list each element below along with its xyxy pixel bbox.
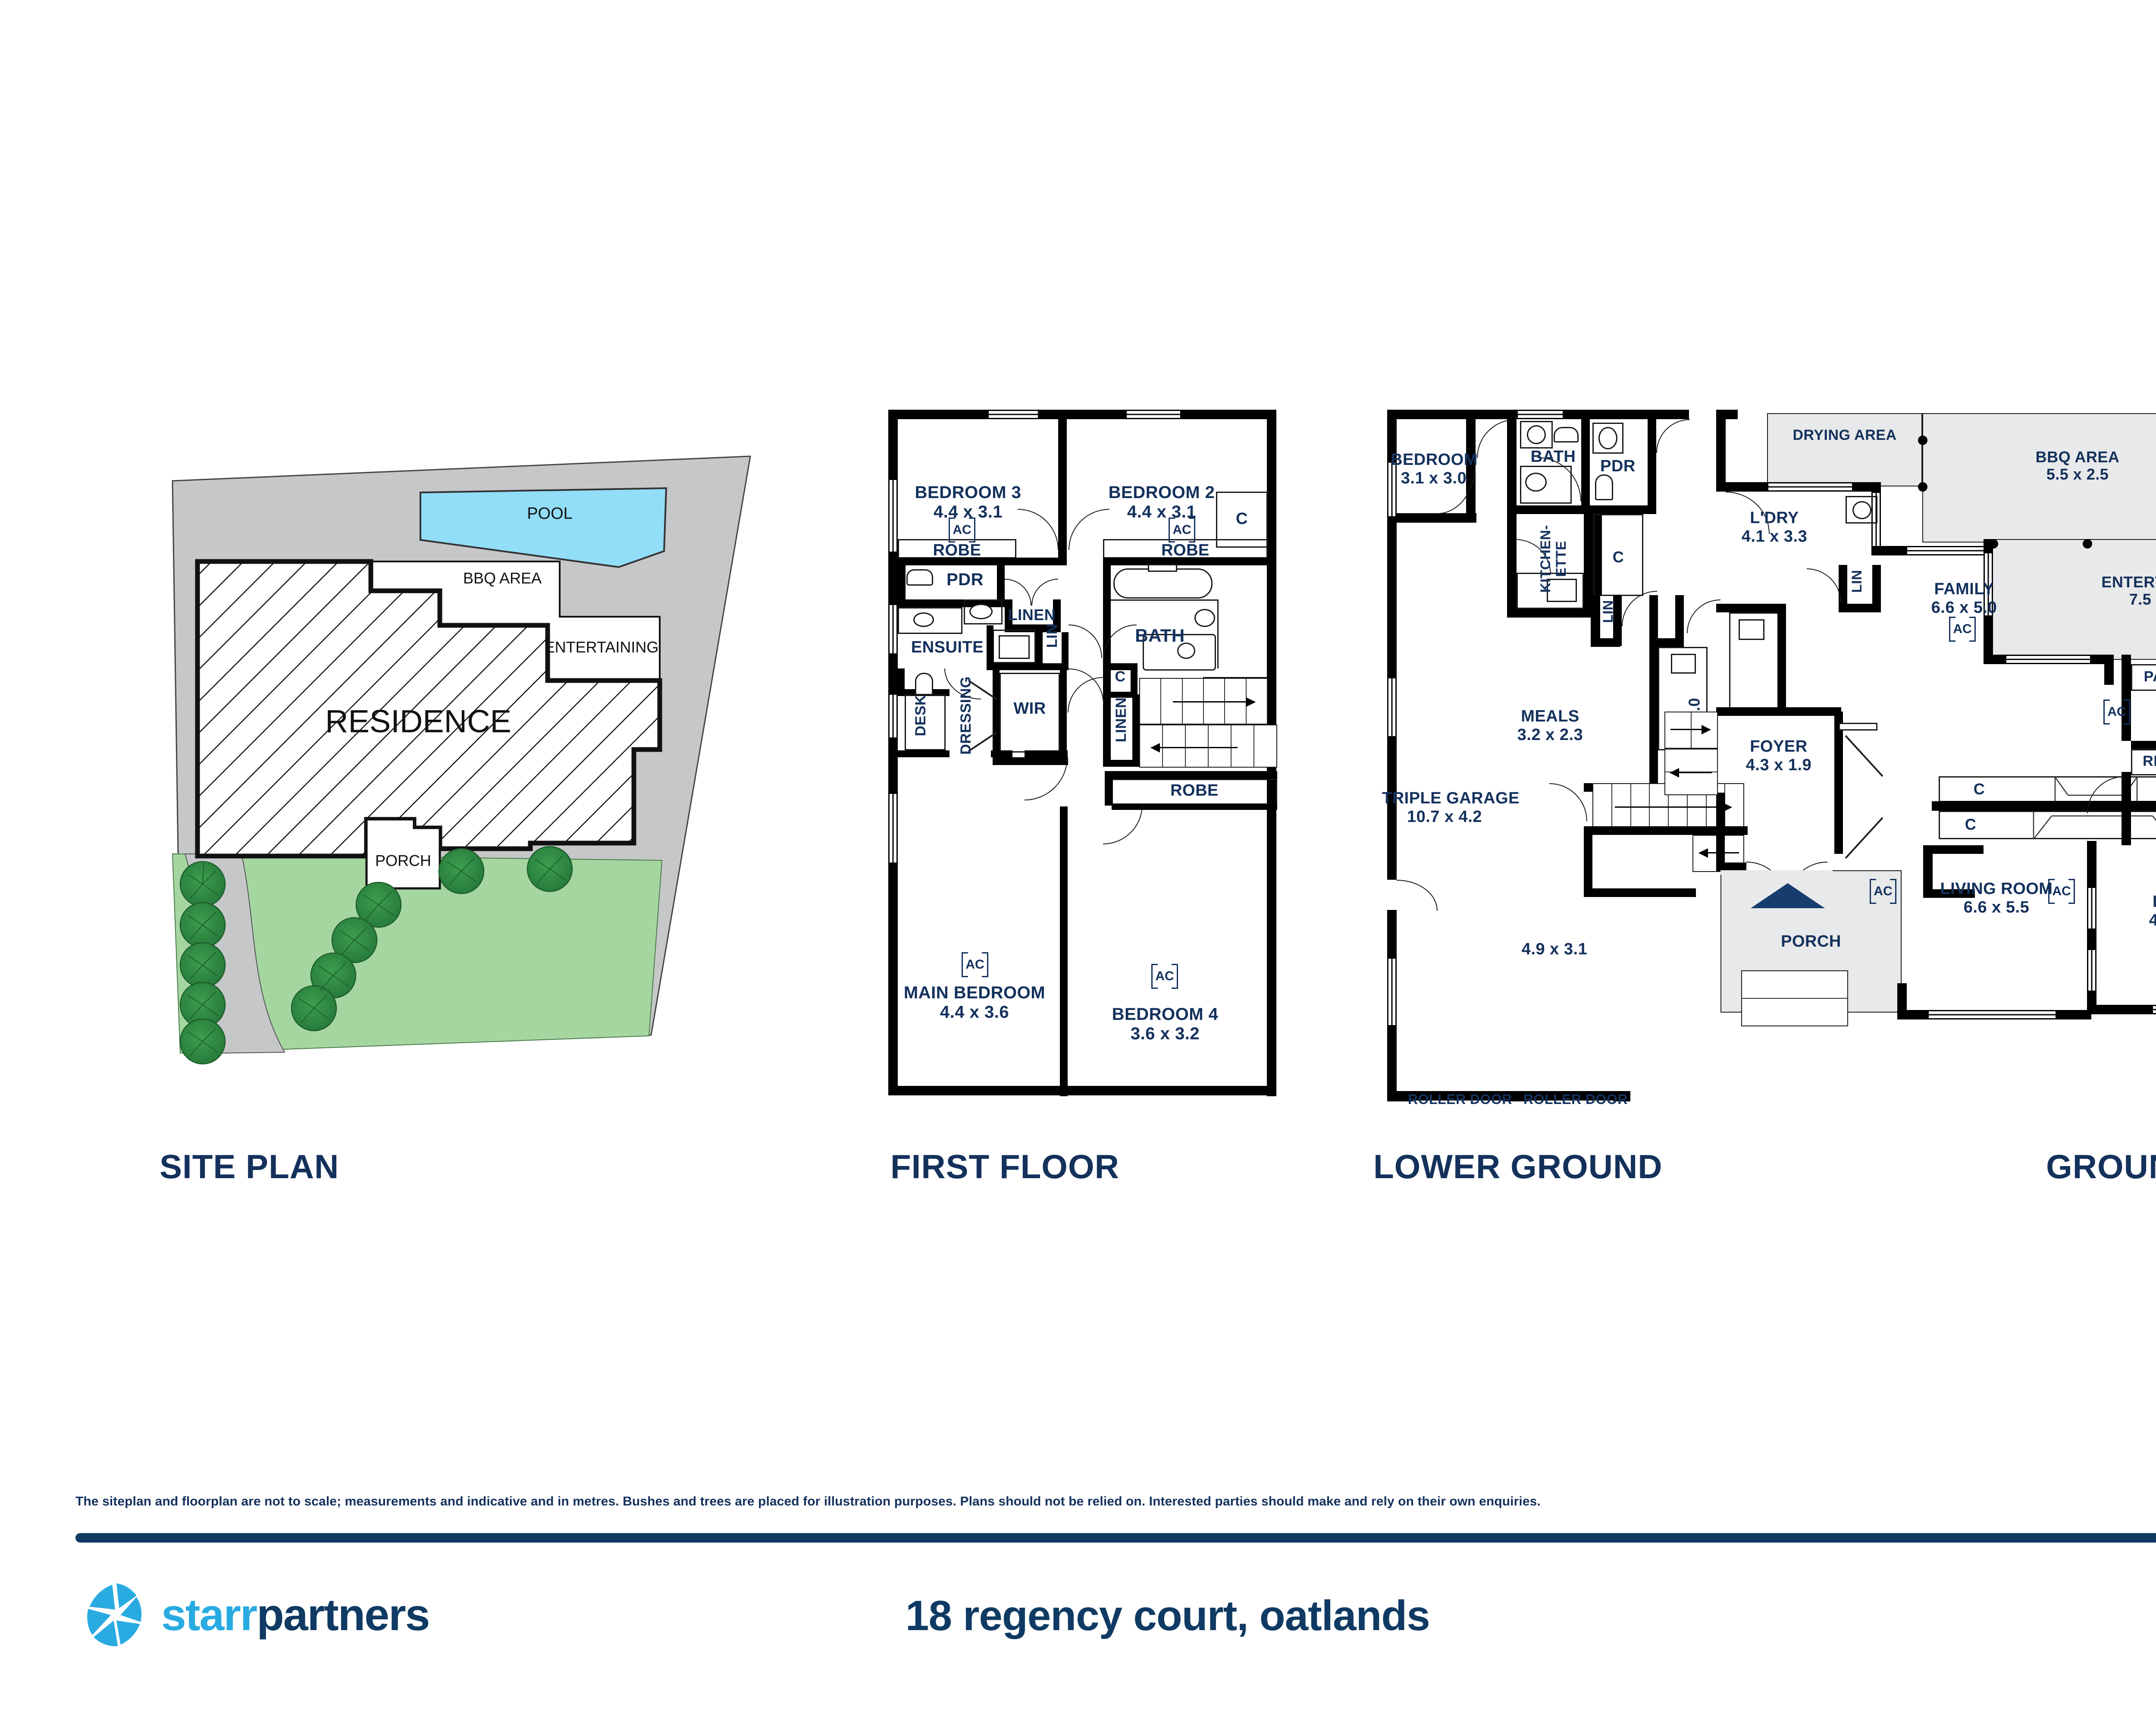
ac-icon-bedroom2: AC bbox=[1169, 518, 1195, 543]
site-label-pool: POOL bbox=[527, 505, 573, 523]
label-roller-door-1: ROLLER DOOR bbox=[1408, 1091, 1512, 1107]
site-label-porch: PORCH bbox=[375, 852, 432, 869]
label-linen-right: LINEN bbox=[1112, 697, 1129, 743]
caption-lower-ground: LOWER GROUND bbox=[1373, 1148, 1663, 1186]
first-floor-drawing: BEDROOM 3 4.4 x 3.1 BEDROOM 2 4.4 x 3.1 … bbox=[875, 410, 1289, 1117]
ac-icon-bedroom3: AC bbox=[949, 518, 975, 543]
label-kitchenette: KITCHEN- ETTE bbox=[1538, 525, 1569, 593]
site-label-residence: RESIDENCE bbox=[325, 703, 511, 739]
label-robe-bedroom3: ROBE bbox=[933, 541, 981, 559]
label-cupboard-1: C bbox=[1973, 780, 1985, 798]
ac-icon-main-bedroom: AC bbox=[962, 952, 988, 977]
label-desk: DESK bbox=[912, 694, 929, 737]
disclaimer-text: The siteplan and floorplan are not to sc… bbox=[75, 1494, 1541, 1509]
label-closet-bedroom2: C bbox=[1236, 510, 1248, 528]
ac-icon-kitchen: AC bbox=[2103, 699, 2130, 724]
area-label-entertaining: ENTERTAINING 7.5 x 2.5 bbox=[2101, 573, 2156, 608]
area-label-porch: PORCH bbox=[1781, 932, 1841, 950]
ac-icon-living-right: AC bbox=[2048, 879, 2075, 904]
room-label-meals: MEALS 3.2 x 2.3 bbox=[1517, 707, 1583, 744]
label-lg-lin: LIN bbox=[1600, 600, 1616, 623]
room-label-kitchen: KITCHEN 4.3 x 3.0 bbox=[2134, 694, 2156, 731]
room-label-bedroom-3: BEDROOM 3 4.4 x 3.1 bbox=[915, 483, 1022, 521]
property-address: 18 regency court, oatlands bbox=[906, 1592, 1430, 1639]
ac-icon-bedroom4: AC bbox=[1151, 964, 1178, 989]
room-label-bedroom-4: BEDROOM 4 3.6 x 3.2 bbox=[1112, 1005, 1219, 1043]
room-label-lg-unnamed: 4.9 x 3.1 bbox=[1521, 940, 1588, 958]
label-lin: LIN bbox=[1044, 623, 1060, 648]
ac-icon-living-left: AC bbox=[1870, 879, 1896, 904]
label-dressing: DRESSING bbox=[957, 676, 974, 755]
label-refrigerator: REF. bbox=[2143, 753, 2156, 769]
label-pantry: PAN. bbox=[2143, 668, 2156, 685]
room-label-triple-garage: TRIPLE GARAGE 10.7 x 4.2 bbox=[1382, 789, 1520, 826]
label-robe-bedroom4: ROBE bbox=[1170, 781, 1219, 800]
area-label-bbq: BBQ AREA 5.5 x 2.5 bbox=[2035, 448, 2120, 483]
ac-icon-family: AC bbox=[1949, 617, 1976, 642]
label-lg-pdr: PDR bbox=[1600, 457, 1636, 475]
label-gf-lin: LIN bbox=[1849, 570, 1865, 593]
label-robe-bedroom2: ROBE bbox=[1161, 541, 1210, 559]
site-plan-drawing: POOL BBQ AREA ENTERTAINING RESIDENCE POR… bbox=[142, 440, 815, 1113]
label-cupboard-3: C bbox=[1965, 815, 1977, 833]
starr-logo-icon bbox=[87, 1583, 142, 1647]
area-entertaining bbox=[1984, 539, 2156, 660]
room-label-living: LIVING ROOM 6.6 x 5.5 bbox=[1940, 880, 2053, 916]
room-label-ldry: L'DRY 4.1 x 3.3 bbox=[1741, 509, 1808, 546]
label-bath: BATH bbox=[1135, 625, 1185, 646]
label-closet-bath: C bbox=[1115, 668, 1126, 685]
label-lg-closet: C bbox=[1612, 548, 1624, 566]
caption-ground-floor: GROUND FLOOR bbox=[2046, 1148, 2156, 1186]
room-label-dining: DINING 4.3 x 3.0 bbox=[2149, 893, 2156, 929]
area-drying bbox=[1767, 413, 1922, 486]
label-lg-bath: BATH bbox=[1530, 448, 1576, 466]
label-linen-center: LINEN bbox=[1008, 606, 1056, 624]
lower-ground-drawing: BEDROOM 3.1 x 3.0 TRIPLE GARAGE 10.7 x 4… bbox=[1373, 410, 1856, 1126]
starr-partners-logo: starrpartners bbox=[82, 1581, 430, 1650]
ground-floor-drawing: DRYING AREA BBQ AREA 5.5 x 2.5 ENTERTAIN… bbox=[1664, 410, 2156, 1126]
site-label-bbq-area: BBQ AREA bbox=[463, 569, 542, 587]
room-label-foyer: FOYER 4.3 x 1.9 bbox=[1745, 737, 1812, 774]
room-label-bedroom-2: BEDROOM 2 4.4 x 3.1 bbox=[1108, 483, 1215, 521]
label-pdr: PDR bbox=[946, 570, 984, 589]
room-label-main-bedroom: MAIN BEDROOM 4.4 x 3.6 bbox=[903, 983, 1046, 1022]
label-ensuite: ENSUITE bbox=[911, 638, 984, 656]
caption-first-floor: FIRST FLOOR bbox=[890, 1148, 1119, 1186]
room-label-family: FAMILY 6.6 x 5.0 bbox=[1931, 580, 1997, 617]
starr-partners-wordmark: starrpartners bbox=[161, 1590, 430, 1640]
label-wir: WIR bbox=[1013, 699, 1046, 718]
footer-divider bbox=[75, 1533, 2156, 1543]
site-label-entertaining: ENTERTAINING bbox=[544, 638, 659, 656]
label-roller-door-2: ROLLER DOOR bbox=[1523, 1091, 1628, 1107]
caption-site-plan: SITE PLAN bbox=[160, 1148, 339, 1186]
area-label-drying: DRYING AREA bbox=[1792, 427, 1897, 443]
room-label-lg-bedroom: BEDROOM 3.1 x 3.0 bbox=[1391, 451, 1478, 487]
